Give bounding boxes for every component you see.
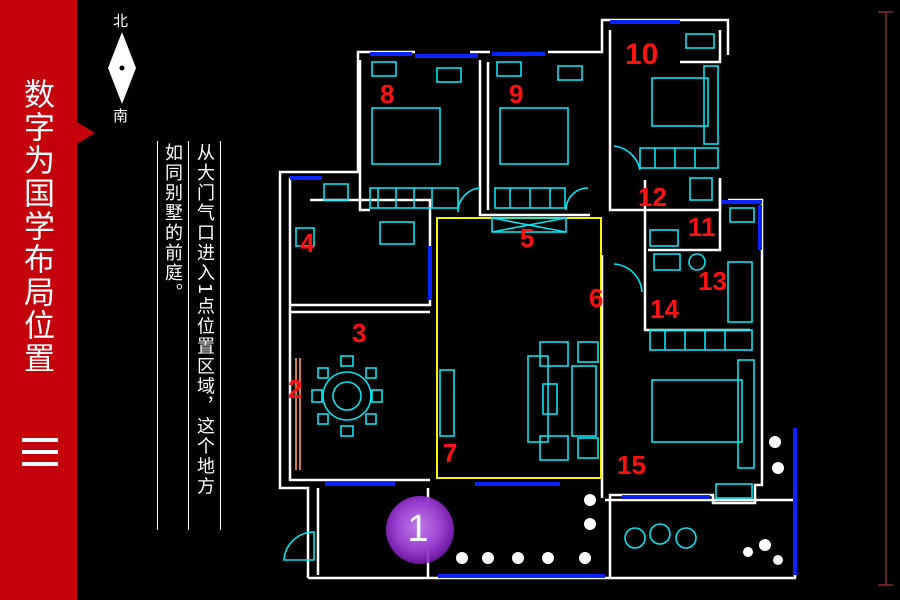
room-number-9: 9: [509, 79, 523, 109]
room-number-11: 11: [688, 212, 716, 242]
sidebar-title: 数字为国学布局位置: [18, 78, 54, 375]
room-number-8: 8: [380, 79, 394, 109]
sidebar-panel: 数字为国学布局位置 三: [0, 0, 77, 600]
room-number-1: 1: [407, 508, 429, 550]
furniture: [283, 33, 755, 561]
room-number-3: 3: [352, 318, 366, 348]
room-number-4: 4: [300, 228, 315, 258]
room-number-2: 2: [288, 374, 302, 404]
caption-divider-2: [188, 141, 189, 530]
room-number-12: 12: [638, 182, 667, 212]
room-number-7: 7: [443, 438, 457, 468]
sidebar-roman-numeral: 三: [22, 438, 58, 474]
caption-column-2: 如同别墅的前庭。: [162, 143, 183, 303]
room-number-13: 13: [698, 266, 727, 296]
room-numbers: 8 9 10 12 11 13 14 4 5 6 3 2 7 15: [288, 38, 727, 480]
compass-south-label: 南: [113, 107, 129, 125]
living-zone: [436, 217, 602, 479]
entrance-marker: [386, 496, 454, 564]
sidebar-pointer: [77, 122, 95, 144]
room-number-15: 15: [617, 450, 646, 480]
room-number-6: 6: [589, 283, 603, 313]
caption-divider-1: [157, 141, 158, 530]
caption-divider-3: [220, 141, 221, 530]
compass-north-label: 北: [113, 12, 129, 30]
windows: [290, 20, 797, 578]
caption-column-1: 从大门气口进入1点位置区域，这个地方: [194, 143, 215, 497]
room-number-5: 5: [520, 223, 534, 253]
room-number-14: 14: [650, 294, 679, 324]
room-number-10: 10: [625, 38, 658, 71]
compass-needle-icon: [108, 32, 136, 104]
garden-plants: [456, 436, 784, 565]
